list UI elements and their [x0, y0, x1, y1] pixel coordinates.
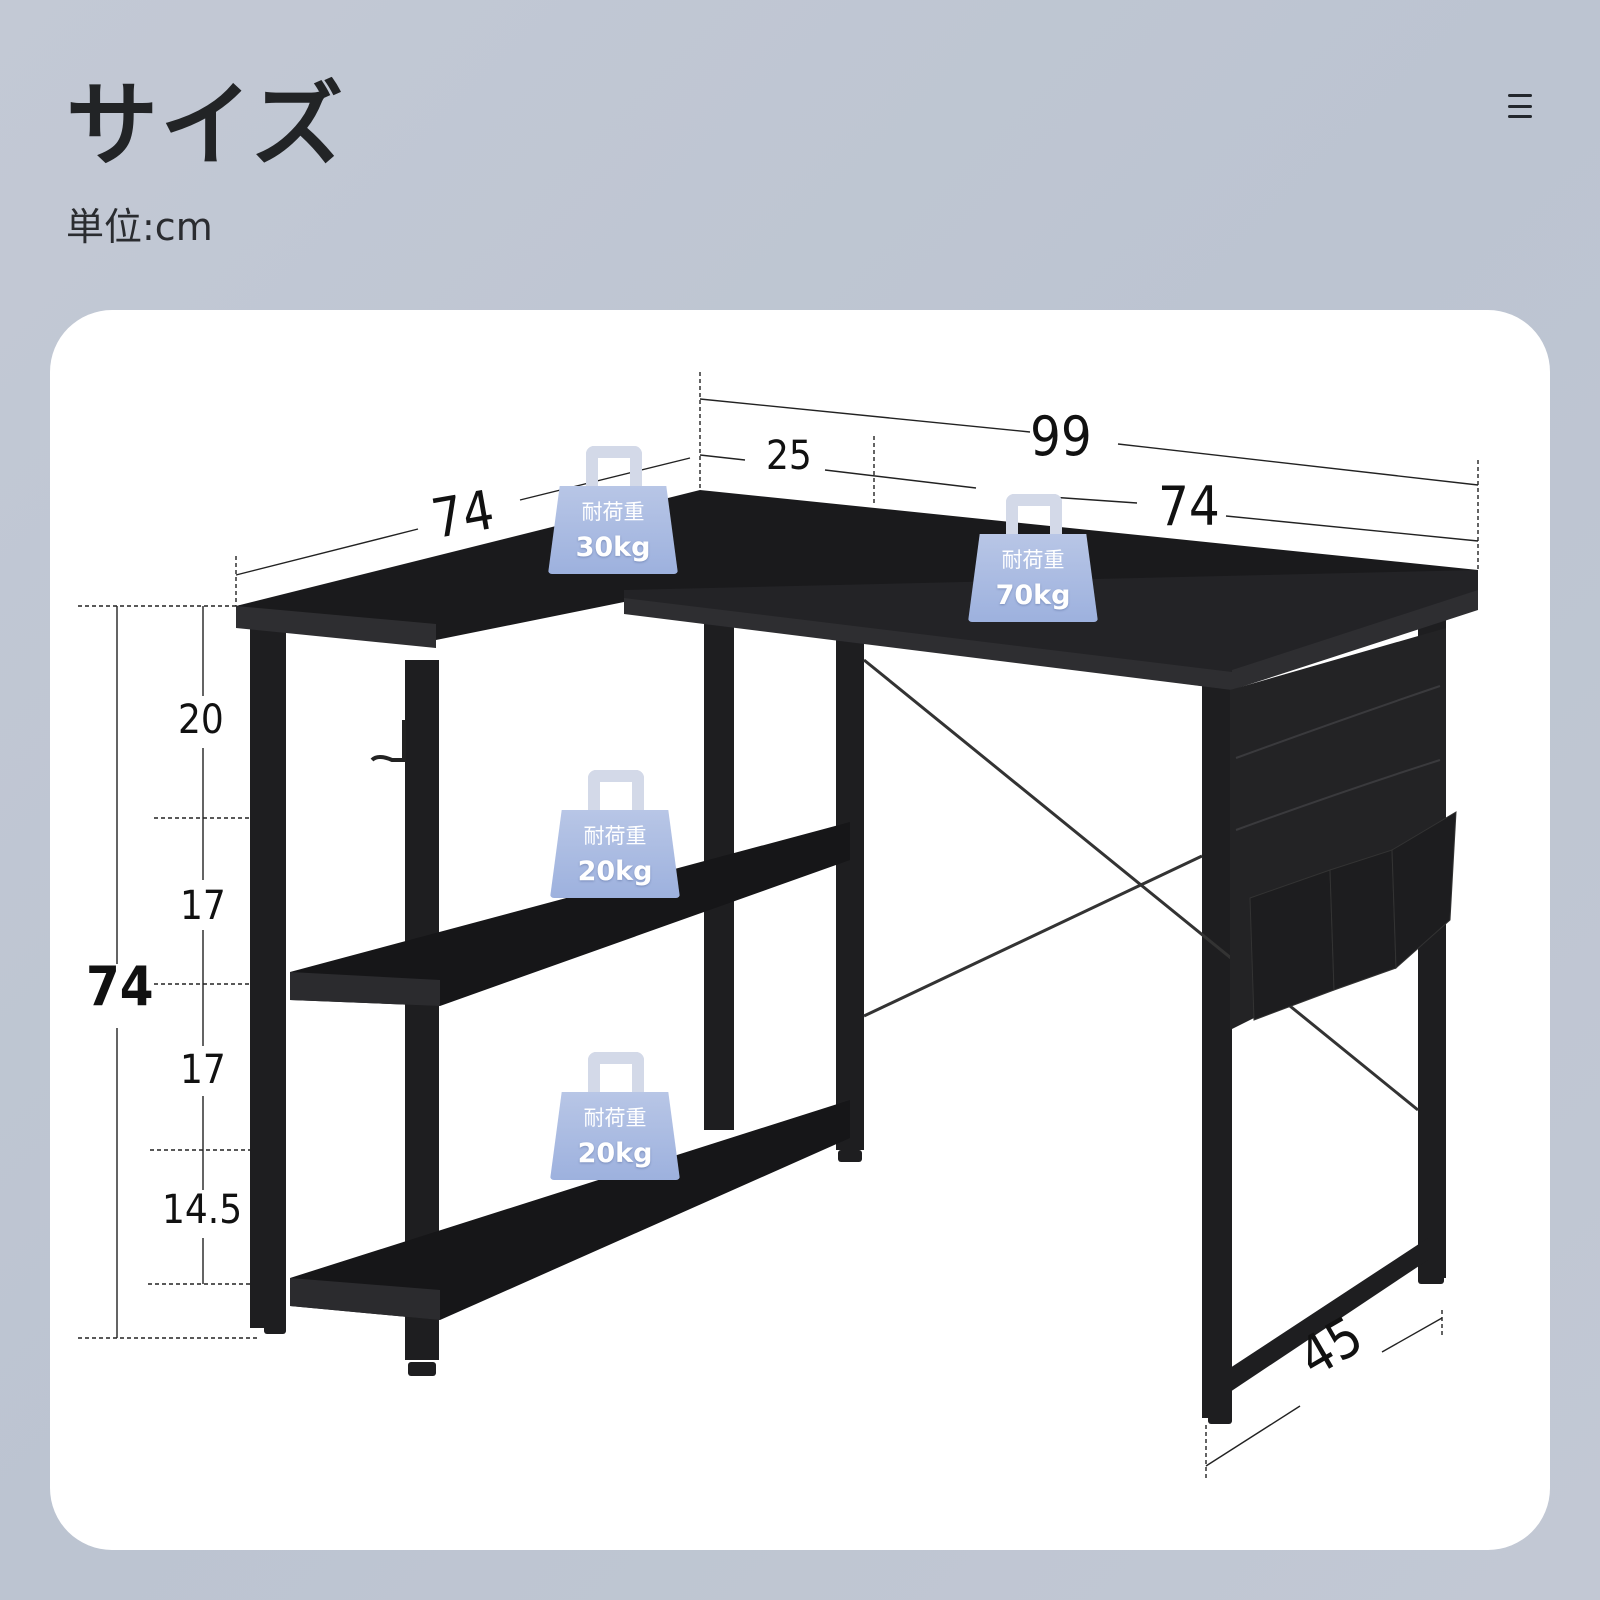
page-title: サイズ: [66, 72, 346, 179]
unit-label: 単位:cm: [66, 205, 213, 249]
dim-height-total: 74: [86, 955, 154, 1018]
load-value: 20kg: [577, 1138, 653, 1169]
load-label: 耐荷重: [583, 1106, 647, 1130]
dim-shelf-gap-lower: 17: [180, 1047, 226, 1093]
dim-shelf-gap-top: 20: [178, 697, 224, 743]
hook-icon: [370, 720, 406, 762]
dim-shelf-bottom-height: 14.5: [162, 1187, 243, 1233]
diagram-card: 99 25 74 74 74 20 17 17 14.5 45 耐荷重 30kg…: [50, 310, 1550, 1550]
desk-illustration: [78, 372, 1479, 1480]
load-label: 耐荷重: [583, 824, 647, 848]
weight-handle-icon: [588, 1052, 644, 1092]
storage-pocket: [1230, 628, 1457, 1030]
load-label: 耐荷重: [1001, 548, 1065, 572]
weight-icon: [550, 1092, 680, 1180]
weight-handle-icon: [588, 770, 644, 810]
weight-icon: [968, 534, 1098, 622]
weight-icon: [550, 810, 680, 898]
dim-total-width: 99: [1030, 405, 1092, 468]
dim-shelf-gap-middle: 17: [180, 883, 226, 929]
shelves: [290, 822, 850, 1320]
load-badge-middle-shelf: 耐荷重 20kg: [550, 770, 680, 902]
hamburger-menu-icon[interactable]: [1508, 94, 1532, 118]
load-value: 30kg: [575, 532, 651, 563]
dim-right-top-width: 74: [1158, 475, 1220, 538]
cross-brace: [863, 658, 1419, 1112]
load-label: 耐荷重: [581, 500, 645, 524]
weight-handle-icon: [586, 446, 642, 486]
dim-corner-depth: 25: [766, 433, 812, 479]
load-badge-main-top: 耐荷重 70kg: [968, 494, 1098, 626]
load-badge-bottom-shelf: 耐荷重 20kg: [550, 1052, 680, 1184]
dim-left-side-length: 74: [426, 478, 499, 551]
weight-icon: [548, 486, 678, 574]
dimension-lines: [78, 372, 1479, 1480]
weight-handle-icon: [1006, 494, 1062, 534]
load-value: 70kg: [995, 580, 1071, 611]
load-value: 20kg: [577, 856, 653, 887]
load-badge-left-top: 耐荷重 30kg: [548, 446, 678, 578]
desktop: [236, 490, 1478, 690]
